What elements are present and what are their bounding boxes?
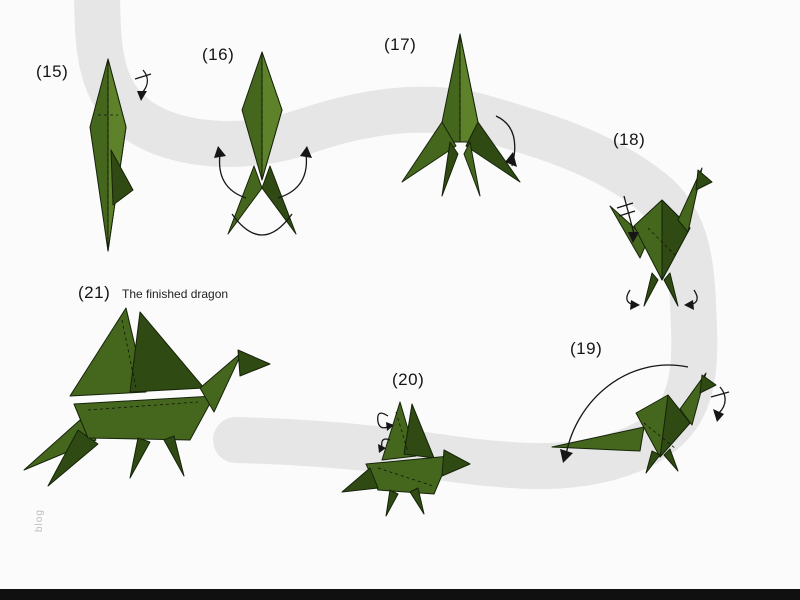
flap: [110, 149, 134, 206]
curl-arrow-icon: [377, 412, 394, 453]
fold-arrow-icon: [134, 69, 152, 101]
bottom-border-bar: [0, 589, 800, 600]
dragon-wing-right: [129, 311, 205, 393]
origami-figure-step-18: [609, 167, 713, 310]
rotate-arrow: [231, 213, 293, 236]
origami-figure-step-16: [214, 51, 312, 236]
dragon-body: [73, 395, 215, 441]
origami-figure-step-19: [551, 364, 730, 474]
step-label-19: (19): [570, 339, 603, 358]
step-label-15: (15): [36, 62, 69, 81]
finished-dragon-caption: The finished dragon: [122, 287, 229, 301]
unfold-arrow-right: [277, 153, 308, 199]
step-label-18: (18): [613, 130, 646, 149]
dragon-head: [237, 349, 271, 377]
origami-figure-step-15: [89, 58, 134, 252]
crimp-fold-arrow-icon: [616, 195, 639, 243]
dragon-leg: [163, 435, 185, 477]
dragon-neck: [199, 351, 243, 413]
ribbon-path: [74, 0, 718, 490]
origami-figure-step-20: [341, 401, 471, 517]
unfold-arrow-left: [218, 153, 247, 199]
swing-arrow: [565, 364, 689, 456]
fold-arrow-icon: [710, 386, 730, 422]
step-label-21: (21): [78, 283, 111, 302]
step-label-16: (16): [202, 45, 235, 64]
dragon-leg: [129, 437, 151, 479]
origami-figure-step-17: [401, 33, 521, 197]
watermark-text: blog: [34, 509, 45, 532]
origami-figure-step-21-finished-dragon: [23, 307, 271, 487]
step-label-17: (17): [384, 35, 417, 54]
step-label-20: (20): [392, 370, 425, 389]
